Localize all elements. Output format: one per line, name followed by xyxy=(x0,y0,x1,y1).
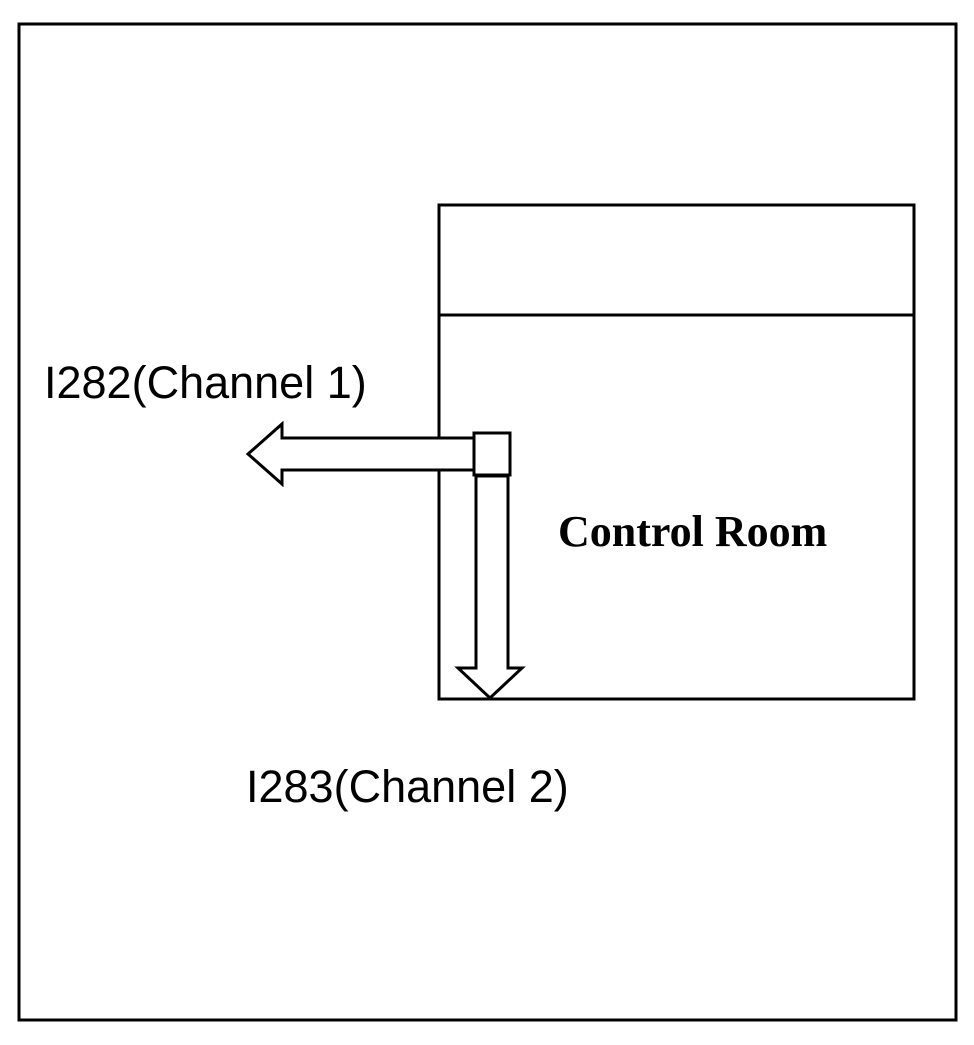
channel-2-label: I283(Channel 2) xyxy=(246,761,569,812)
channel-2-arrow xyxy=(454,474,526,701)
channel-1-arrow xyxy=(245,420,478,488)
control-room-box xyxy=(437,203,916,701)
channel-1-label: I282(Channel 1) xyxy=(44,357,367,408)
junction-box xyxy=(472,431,512,477)
control-room-label: Control Room xyxy=(558,507,827,556)
